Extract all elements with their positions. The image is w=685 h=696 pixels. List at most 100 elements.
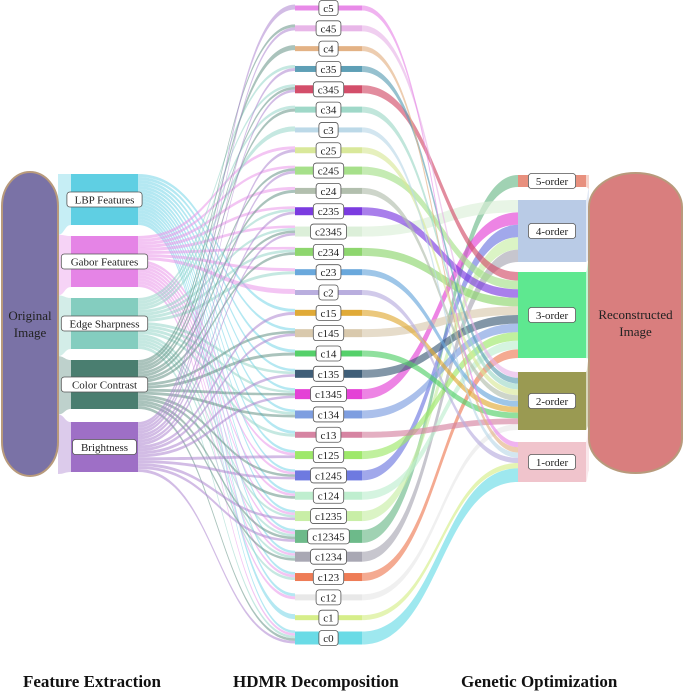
order-node-5-order-label-box [528,173,577,189]
component-node-c135-label-box [312,365,345,382]
component-node-c125-label-box [312,447,345,463]
feature-link-brightness-c2345 [138,233,295,446]
order-node-2-order: 2-order [518,372,586,430]
feature-link-color-contrast-c124 [138,397,295,499]
component-node-c235-label: c235 [318,206,340,218]
feature-link-color-contrast-c45 [138,24,295,363]
component-node-c345: c345 [295,81,362,98]
order-link-5-order [586,175,589,189]
component-link-c15-2-order [362,309,518,413]
order-node-5-order-label: 5-order [536,176,569,188]
reconstructed-image-node-label-line2: Image [619,324,652,339]
feature-node-edge-sharpness: Edge Sharpness [60,298,149,349]
component-node-c2345: c2345 [295,223,362,240]
feature-link-lbp-features-c1245 [138,198,295,472]
component-node-c3-label-box [318,122,339,138]
feature-link-lbp-features-c12 [138,216,295,597]
component-node-c35-label: c35 [321,64,337,76]
component-link-c23-2-order [362,269,518,407]
order-node-2-order-label-box [528,393,577,409]
feature-link-gabor-features-c0 [138,284,295,636]
component-node-c12345: c12345 [295,528,362,545]
component-node-c2: c2 [295,284,362,301]
component-node-c25: c25 [295,142,362,159]
feature-link-gabor-features-c12 [138,281,295,600]
feature-link-lbp-features-c14 [138,180,295,353]
component-node-c4: c4 [295,40,362,57]
source-link-lbp-features [58,174,71,235]
component-link-c124-3-order [362,340,518,500]
component-node-c145-label-box [312,325,345,342]
feature-node-color-contrast: Color Contrast [60,360,149,409]
feature-node-color-contrast-label: Color Contrast [72,380,137,392]
component-node-c1234-label: c1234 [315,552,342,564]
component-node-c34: c34 [295,101,362,118]
component-node-c1235-label-box [310,508,347,524]
feature-node-brightness-label-box [72,439,137,455]
component-node-c1245: c1245 [295,467,362,484]
component-node-c13: c13 [295,426,362,443]
component-link-c45-2-order [362,25,518,378]
component-node-c125: c125 [295,447,362,463]
feature-link-edge-sharpness-c123 [138,343,295,581]
order-node-4-order-label: 4-order [536,226,569,238]
component-node-c15: c15 [295,304,362,321]
component-node-c5-label-box [318,0,339,16]
component-node-c2-label: c2 [323,288,333,300]
component-node-c0: c0 [295,630,362,646]
feature-link-color-contrast-c0 [138,406,295,641]
feature-link-color-contrast-c234 [138,252,295,384]
component-node-c134-label: c134 [318,409,340,421]
component-node-c12: c12 [295,589,362,606]
component-link-c14-2-order [362,350,518,419]
feature-link-brightness-c12345 [138,466,295,542]
feature-link-edge-sharpness-c135 [138,322,295,375]
component-link-c1-1-order [362,463,518,621]
component-node-c14: c14 [295,345,362,362]
component-node-c134: c134 [295,406,362,423]
feature-node-lbp-features-label: LBP Features [75,195,135,207]
component-node-c124: c124 [295,487,362,504]
component-node-c24-label-box [315,183,342,199]
feature-link-color-contrast-c245 [138,168,295,375]
component-node-c12-label: c12 [321,592,337,604]
component-node-c1234: c1234 [295,548,362,565]
feature-link-edge-sharpness-c13 [138,331,295,437]
component-node-c123-label: c123 [318,572,340,584]
feature-node-gabor-features: Gabor Features [60,236,149,287]
component-node-c245-label: c245 [318,166,340,178]
component-node-c2345-label-box [310,223,347,240]
component-node-c235-label-box [312,203,345,220]
component-link-c134-3-order [362,323,518,419]
feature-link-brightness-c245 [138,170,295,440]
feature-node-brightness: Brightness [71,422,138,472]
component-node-c12345-label: c12345 [312,531,345,543]
component-node-c1-label-box [318,609,339,626]
component-node-c24-label: c24 [321,186,337,198]
component-node-c1345-label: c1345 [315,389,342,401]
component-node-c15-label-box [315,304,342,321]
component-node-c14-label-box [315,345,342,362]
feature-link-gabor-features-c12345 [138,272,295,535]
component-node-c0-label-box [318,630,339,646]
feature-link-lbp-features-c135 [138,183,295,372]
component-node-c4-label: c4 [323,44,334,56]
feature-link-lbp-features-c145 [138,177,295,331]
component-node-c1235-label: c1235 [315,511,342,523]
feature-link-brightness-c345 [138,89,295,434]
component-node-c1: c1 [295,609,362,626]
feature-node-gabor-features-label: Gabor Features [71,257,139,269]
order-node-3-order-label-box [528,307,577,323]
feature-link-color-contrast-c145 [138,330,295,386]
original-image-node-label-line2: Image [14,325,47,340]
feature-link-brightness-c125 [138,455,295,461]
component-node-c245: c245 [295,162,362,179]
component-node-c1245-label-box [310,467,347,484]
component-node-c45-label-box [315,20,342,37]
component-node-c124-label-box [312,487,345,504]
feature-link-color-contrast-c1245 [138,394,295,477]
component-node-c1235: c1235 [295,508,362,524]
feature-link-lbp-features-c15 [138,174,295,312]
